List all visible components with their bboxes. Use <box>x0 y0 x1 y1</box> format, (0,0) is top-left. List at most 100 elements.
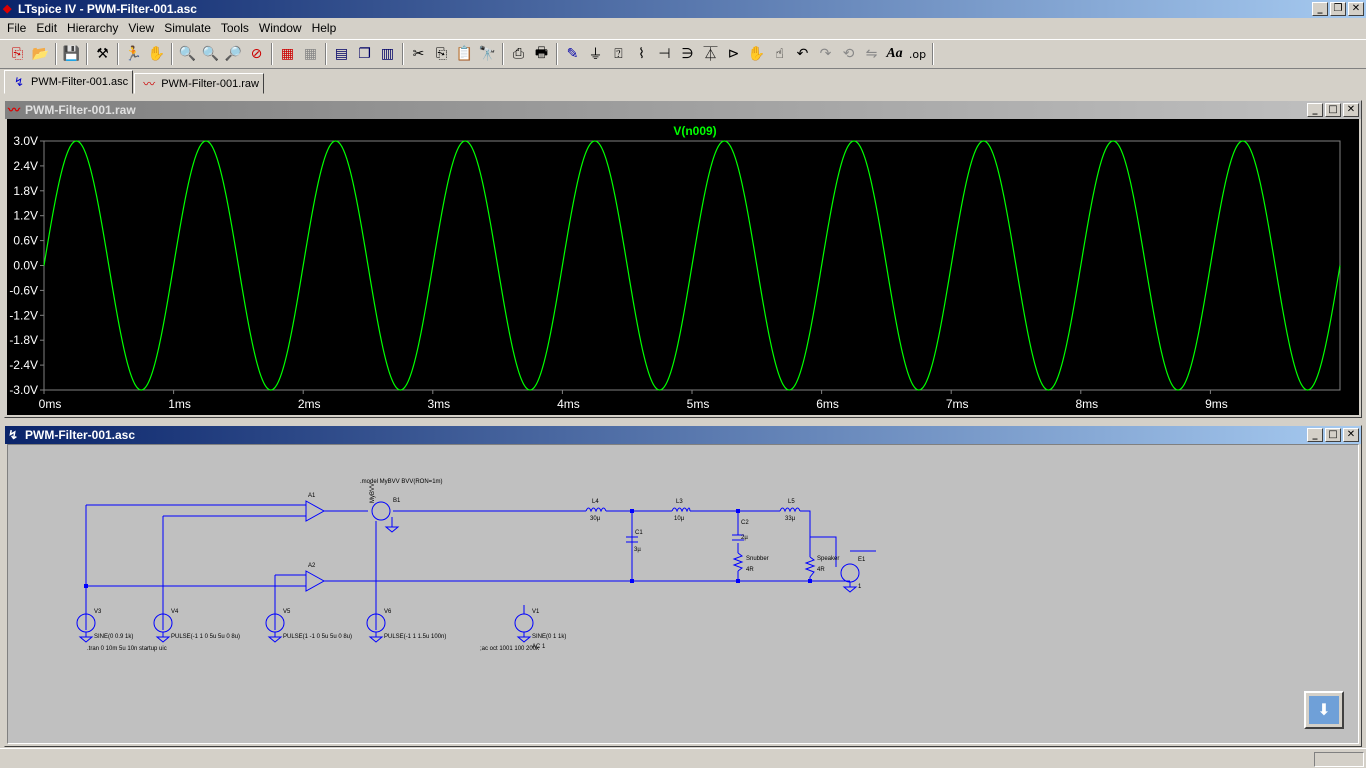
x-tick-label: 2ms <box>298 397 321 411</box>
schematic-window: ↯ PWM-Filter-001.asc _ □ ✕ <box>4 425 1362 747</box>
ground-icon <box>368 636 384 643</box>
print-icon[interactable]: 🖶 <box>534 45 549 61</box>
plot-close-button[interactable]: ✕ <box>1343 103 1359 117</box>
plot-window-title: PWM-Filter-001.raw <box>25 103 136 117</box>
menu-bar: File Edit Hierarchy View Simulate Tools … <box>0 18 1366 38</box>
label-c2: C2 <box>741 520 749 526</box>
opamp-a2-symbol[interactable] <box>305 570 326 592</box>
wires <box>76 500 876 643</box>
plot-maximize-button[interactable]: □ <box>1325 103 1341 117</box>
control-panel-icon[interactable]: ⚒ <box>96 46 109 62</box>
zoom-in-icon[interactable]: 🔍 <box>178 46 197 62</box>
menu-file[interactable]: File <box>7 21 27 35</box>
ground-icon <box>384 526 400 533</box>
y-tick-label: 2.4V <box>13 159 38 173</box>
restore-button[interactable]: ❐ <box>1330 2 1346 16</box>
resistor-snubber-symbol[interactable] <box>732 552 744 572</box>
copy-icon[interactable]: ⎘ <box>435 46 448 62</box>
tran-directive[interactable]: .tran 0 10m 5u 10n startup uic <box>87 646 167 652</box>
capacitor-icon[interactable]: ⊣ <box>658 46 671 62</box>
x-tick-label: 6ms <box>816 397 839 411</box>
zoom-out-icon[interactable]: 🔎 <box>224 46 243 62</box>
ground-icon <box>78 636 94 643</box>
trace-name[interactable]: V(n009) <box>673 124 716 138</box>
cascade-icon[interactable]: ❐ <box>358 46 371 62</box>
menu-window[interactable]: Window <box>258 21 302 35</box>
source-e1-symbol[interactable] <box>840 563 860 583</box>
label-v5: V5 <box>283 609 291 615</box>
source-v1-symbol[interactable] <box>514 613 534 633</box>
menu-simulate[interactable]: Simulate <box>164 21 211 35</box>
menu-edit[interactable]: Edit <box>36 21 58 35</box>
label-l3-value: 10µ <box>674 516 685 522</box>
menu-view[interactable]: View <box>128 21 155 35</box>
menu-help[interactable]: Help <box>311 21 337 35</box>
pan-icon[interactable]: 🔍 <box>201 46 220 62</box>
spice-directive-icon[interactable]: .op <box>908 47 927 61</box>
cut-icon[interactable]: ✂ <box>412 46 425 62</box>
tab-waveform[interactable]: 〰 PWM-Filter-001.raw <box>134 73 264 94</box>
print-setup-icon[interactable]: ⎙ <box>512 46 525 62</box>
resistor-speaker-symbol[interactable] <box>804 556 816 578</box>
opamp-a1-symbol[interactable] <box>305 500 326 522</box>
toolbar-separator <box>325 43 327 65</box>
tile-horizontal-icon[interactable]: ▤ <box>334 46 349 62</box>
model-directive[interactable]: .model MyBVV BVV(RON=1m) <box>360 479 443 485</box>
menu-tools[interactable]: Tools <box>220 21 249 35</box>
zoom-fit-icon[interactable]: ⊘ <box>250 46 263 62</box>
ground-icon <box>516 636 532 643</box>
mirror-icon[interactable]: ⇋ <box>865 46 878 62</box>
ground-icon <box>842 586 858 593</box>
plot-minimize-button[interactable]: _ <box>1307 103 1323 117</box>
inductor-l3-symbol[interactable] <box>671 507 691 513</box>
save-icon[interactable]: 💾 <box>62 46 81 62</box>
ac-directive[interactable]: ;ac oct 1001 100 200k <box>480 646 540 652</box>
draw-wire-icon[interactable]: ✎ <box>566 46 579 62</box>
paste-icon[interactable]: 📋 <box>455 46 474 62</box>
drag-icon[interactable]: ☝ <box>775 46 784 62</box>
y-tick-label: -2.4V <box>9 358 38 372</box>
toolbar-separator <box>502 43 504 65</box>
undo-icon[interactable]: ↶ <box>796 46 809 62</box>
menu-hierarchy[interactable]: Hierarchy <box>67 21 119 35</box>
run-icon[interactable]: 🏃 <box>124 46 143 62</box>
scroll-down-button[interactable]: ⬇ <box>1304 691 1344 729</box>
rotate-icon[interactable]: ⟲ <box>842 46 855 62</box>
label-b1: B1 <box>393 498 401 504</box>
x-tick-label: 0ms <box>39 397 62 411</box>
redo-icon[interactable]: ↷ <box>819 46 832 62</box>
ground-icon[interactable]: ⏚ <box>588 47 603 63</box>
open-folder-icon[interactable]: 📂 <box>31 46 50 62</box>
schematic-canvas[interactable]: .model MyBVV BVV(RON=1m) A1 A2 B1 MyBVV … <box>7 444 1359 744</box>
trace-line-vn009[interactable] <box>43 140 1341 391</box>
halt-icon[interactable]: ✋ <box>147 46 166 62</box>
move-icon[interactable]: ✋ <box>747 46 766 62</box>
resistor-icon[interactable]: ⌇ <box>638 46 645 62</box>
wire <box>800 510 811 557</box>
inductor-icon[interactable]: ∋ <box>681 46 694 62</box>
schematic-icon: ↯ <box>13 75 25 89</box>
grid-icon[interactable]: ▦ <box>303 46 318 62</box>
diode-icon[interactable]: ⏄ <box>703 47 718 63</box>
tab-label: PWM-Filter-001.asc <box>31 76 129 88</box>
label-l4-value: 30µ <box>590 516 601 522</box>
component-icon[interactable]: ⊳ <box>727 46 740 62</box>
autorange-icon[interactable]: ▦ <box>280 46 295 62</box>
text-icon[interactable]: Aa <box>886 46 903 61</box>
inductor-l4-symbol[interactable] <box>585 507 607 513</box>
new-schematic-icon[interactable]: ⎘ <box>11 46 24 62</box>
find-icon[interactable]: 🔭 <box>478 46 497 62</box>
schematic-maximize-button[interactable]: □ <box>1325 428 1341 442</box>
label-snubber-value: 4R <box>746 567 754 573</box>
tile-vertical-icon[interactable]: ▥ <box>380 46 395 62</box>
schematic-close-button[interactable]: ✕ <box>1343 428 1359 442</box>
switch-b1-symbol[interactable] <box>371 501 391 521</box>
tab-schematic[interactable]: ↯ PWM-Filter-001.asc <box>4 70 134 94</box>
ground-icon <box>155 636 171 643</box>
close-button[interactable]: ✕ <box>1348 2 1364 16</box>
minimize-button[interactable]: _ <box>1312 2 1328 16</box>
inductor-l5-symbol[interactable] <box>779 507 801 513</box>
label-net-icon[interactable]: ⍰ <box>614 46 623 62</box>
schematic-minimize-button[interactable]: _ <box>1307 428 1323 442</box>
